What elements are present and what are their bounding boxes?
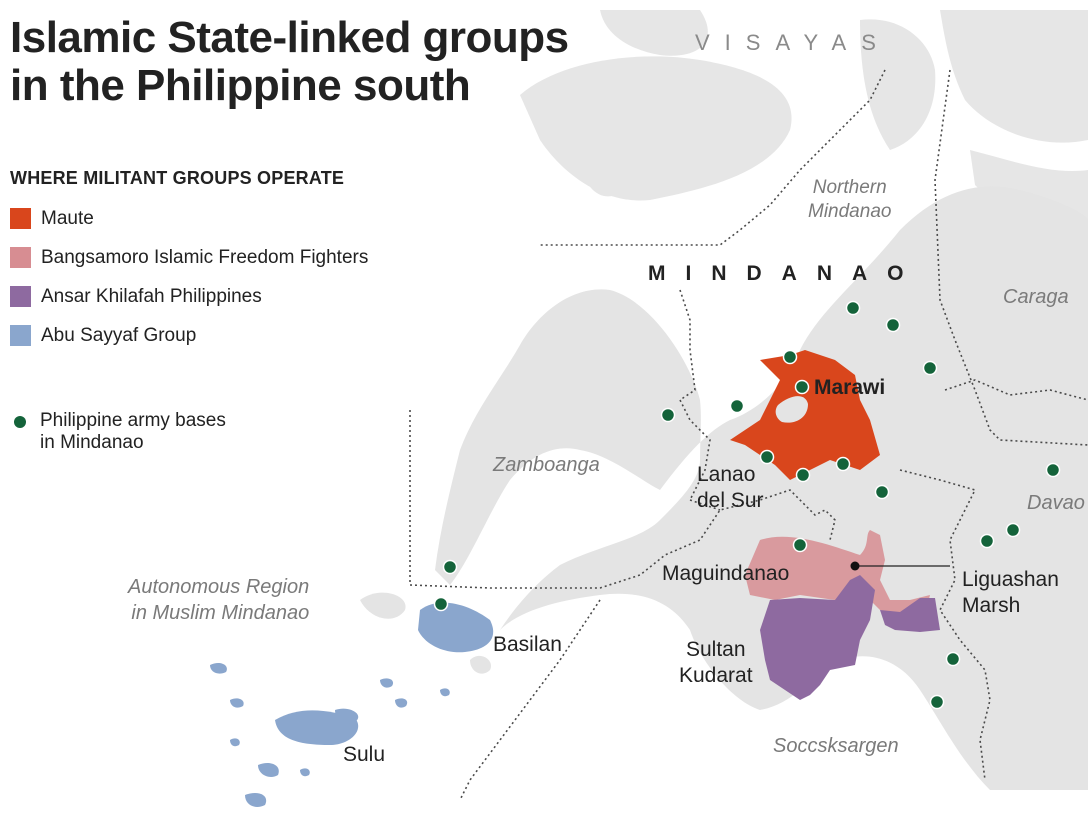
label-maguindanao: Maguindanao (662, 562, 790, 585)
label-sultan-kudarat-line1: Sultan (686, 638, 746, 661)
army-bases (433, 300, 1061, 710)
army-base (835, 456, 851, 472)
label-armm-line2: in Muslim Mindanao (131, 602, 310, 624)
label-northern-mindanao-line1: Northern (812, 177, 887, 198)
army-base (922, 360, 938, 376)
army-base (660, 407, 676, 423)
army-base (433, 596, 449, 612)
label-lanao-del-sur-line2: del Sur (697, 489, 764, 512)
legend-heading: WHERE MILITANT GROUPS OPERATE (10, 168, 345, 188)
ansar-khilafah-area (760, 575, 940, 700)
legend-label: Abu Sayyaf Group (41, 324, 197, 346)
map-title-line2: in the Philippine south (10, 61, 471, 110)
legend-item-abu-sayyaf: Abu Sayyaf Group (10, 316, 368, 355)
label-soccsksargen: Soccsksargen (773, 735, 899, 757)
visayas-landmass (520, 10, 1088, 240)
label-visayas: VISAYAS (695, 30, 891, 55)
abu-sayyaf-area (210, 602, 494, 807)
map-title-line1: Islamic State-linked groups (10, 13, 569, 62)
army-base (782, 349, 798, 365)
liguasan-marsh-marker (850, 561, 860, 571)
label-armm: Autonomous Region in Muslim Mindanao (128, 574, 309, 626)
legend-bases-line2: in Mindanao (40, 432, 144, 453)
sulu-island (275, 710, 359, 745)
army-base (1045, 462, 1061, 478)
basilan-island (418, 602, 494, 653)
legend-label: Ansar Khilafah Philippines (41, 285, 262, 307)
label-caraga: Caraga (1003, 286, 1069, 308)
label-davao: Davao (1027, 492, 1085, 514)
maute-area (730, 350, 880, 480)
legend-label: Maute (41, 207, 94, 229)
legend-item-bangsamoro: Bangsamoro Islamic Freedom Fighters (10, 238, 368, 277)
label-northern-mindanao-line2: Mindanao (808, 201, 892, 222)
army-base (794, 379, 810, 395)
label-armm-line1: Autonomous Region (128, 576, 310, 598)
army-base (929, 694, 945, 710)
ansar-khilafah-swatch (10, 286, 31, 307)
label-mindanao: MINDANAO (648, 262, 924, 285)
abu-sayyaf-swatch (10, 325, 31, 346)
army-base (885, 317, 901, 333)
label-sulu: Sulu (343, 743, 386, 766)
bangsamoro-swatch (10, 247, 31, 268)
label-zamboanga: Zamboanga (493, 454, 600, 476)
army-base (979, 533, 995, 549)
army-base (874, 484, 890, 500)
label-northern-mindanao: Northern Mindanao (808, 176, 891, 224)
army-base (759, 449, 775, 465)
maute-swatch (10, 208, 31, 229)
legend-label: Bangsamoro Islamic Freedom Fighters (41, 246, 369, 268)
army-base (845, 300, 861, 316)
map-title: Islamic State-linked groups in the Phili… (10, 14, 569, 110)
bangsamoro-freedom-fighters-area (745, 530, 930, 615)
label-sultan-kudarat-line2: Kudarat (679, 664, 753, 687)
label-sultan-kudarat: Sultan Kudarat (679, 637, 753, 689)
label-marawi: Marawi (814, 376, 886, 399)
legend-item-ansar-khilafah: Ansar Khilafah Philippines (10, 277, 368, 316)
army-base (945, 651, 961, 667)
label-lanao-del-sur-line1: Lanao (697, 463, 756, 486)
label-lanao-del-sur: Lanao del Sur (697, 462, 764, 514)
region-boundaries (409, 69, 1088, 801)
army-base-dot-icon (14, 416, 26, 428)
label-liguasan-marsh-line1: Liguashan (962, 568, 1059, 591)
legend-bases-line1: Philippine army bases (40, 410, 226, 431)
army-base (795, 467, 811, 483)
legend: WHERE MILITANT GROUPS OPERATE Maute Bang… (10, 168, 368, 355)
label-liguasan-marsh: Liguashan Marsh (962, 567, 1059, 619)
mindanao-landmass (435, 186, 1088, 791)
army-base (1005, 522, 1021, 538)
legend-item-maute: Maute (10, 199, 368, 238)
legend-item-army-bases: Philippine army bases in Mindanao (10, 410, 226, 454)
army-base (442, 559, 458, 575)
islets (360, 592, 491, 674)
army-base (729, 398, 745, 414)
label-liguasan-marsh-line2: Marsh (962, 594, 1021, 617)
army-base (792, 537, 808, 553)
label-basilan: Basilan (493, 633, 562, 656)
